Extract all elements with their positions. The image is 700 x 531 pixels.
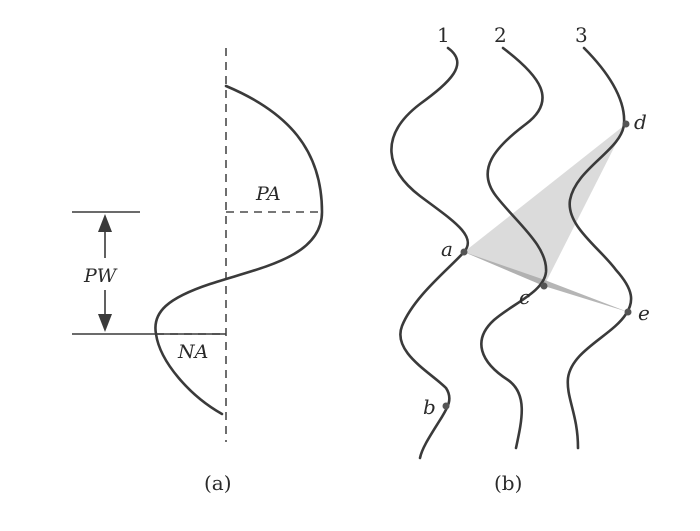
point-d-label: d — [634, 110, 647, 134]
point-a-label: a — [441, 237, 453, 261]
shaded-plane-ace — [464, 252, 628, 312]
wavelet-curve — [154, 84, 324, 416]
point-e-label: e — [638, 301, 650, 325]
trace-3-label: 3 — [575, 23, 588, 47]
point-c-dot — [540, 282, 548, 290]
point-d-dot — [622, 120, 630, 128]
point-b-dot — [442, 402, 450, 410]
pw-arrow-head-up — [98, 214, 112, 232]
trace-2-label: 2 — [494, 23, 507, 47]
na-label: NA — [177, 341, 208, 363]
trace-3-wiggle — [566, 46, 633, 450]
panel-a-caption: (a) — [204, 471, 232, 495]
point-e-dot — [624, 308, 632, 316]
pa-label: PA — [255, 183, 281, 205]
panel-b: 1 2 3 a b c d e (b) — [390, 23, 650, 495]
trace-1-label: 1 — [437, 23, 450, 47]
trace-2-wiggle — [480, 46, 548, 450]
point-c-label: c — [519, 285, 530, 309]
pw-arrow-head-down — [98, 314, 112, 332]
point-a-dot — [460, 248, 468, 256]
shaded-plane-acd — [464, 124, 626, 286]
point-b-label: b — [423, 395, 436, 419]
panel-a: PA PW NA (a) — [72, 48, 324, 495]
pw-label: PW — [83, 265, 118, 287]
panel-b-caption: (b) — [494, 471, 522, 495]
trace-1-wiggle — [390, 46, 470, 460]
